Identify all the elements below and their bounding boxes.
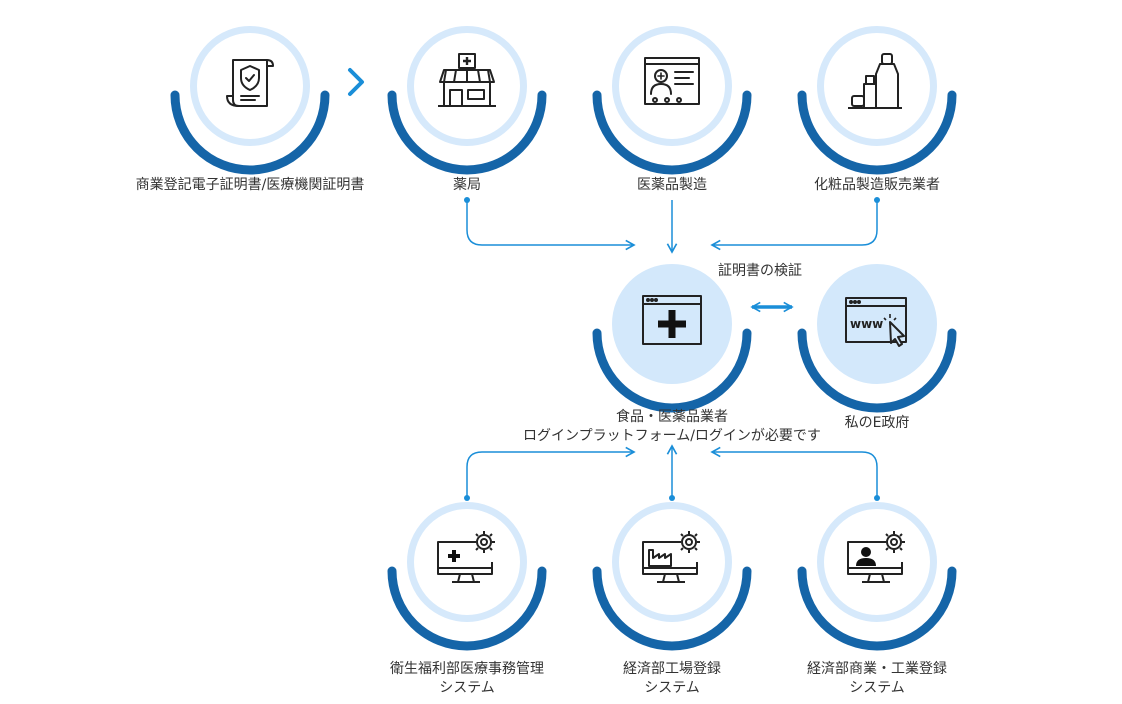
health-system-line1: 衛生福利部医療事務管理 (390, 661, 544, 677)
node-commerce-registration-system (792, 486, 962, 656)
label-cosmetics-sales: 化粧品製造販売業者 (814, 177, 940, 193)
label-health-welfare-system: 衛生福利部医療事務管理 システム (390, 660, 544, 698)
health-system-line2: システム (439, 680, 495, 696)
node-egov: www (792, 248, 962, 418)
ring-arc (797, 566, 957, 651)
commerce-system-line1: 経済部商業・工業登録 (807, 661, 947, 677)
ring-arc (170, 90, 330, 175)
person-monitor-settings-icon (847, 531, 905, 583)
node-center-platform (587, 248, 757, 418)
ring-arc (387, 90, 547, 175)
node-cosmetics-sales (792, 10, 962, 180)
label-factory-registration-system: 経済部工場登録 システム (623, 660, 721, 698)
medical-browser-icon (642, 295, 702, 345)
icon-disc (407, 26, 527, 146)
pharmacy-store-icon (438, 53, 496, 107)
factory-system-line2: システム (644, 680, 700, 696)
ring-arc (387, 566, 547, 651)
node-business-certificate (165, 10, 335, 180)
ring-arc (592, 566, 752, 651)
node-factory-registration-system (587, 486, 757, 656)
icon-disc (817, 264, 937, 384)
connector-commerce-system (710, 446, 878, 498)
connector-cosmetics (710, 200, 878, 251)
node-pharma-manufacturing (587, 10, 757, 180)
node-pharmacy (382, 10, 552, 180)
medical-monitor-settings-icon (437, 531, 495, 583)
center-label-line2: ログインプラットフォーム/ログインが必要です (523, 428, 821, 444)
chevron-right-icon (348, 68, 364, 96)
connector-pharmacy (466, 200, 636, 251)
label-business-certificate: 商業登記電子証明書/医療機関証明書 (135, 177, 365, 193)
ring-arc (797, 90, 957, 175)
label-pharmacy: 薬局 (453, 177, 481, 193)
icon-disc (817, 502, 937, 622)
icon-disc (407, 502, 527, 622)
cosmetics-icon (848, 53, 902, 109)
verify-caption: 証明書の検証 (718, 263, 802, 279)
ring-arc (797, 328, 957, 413)
icon-disc (190, 26, 310, 146)
label-commerce-registration-system: 経済部商業・工業登録 システム (807, 660, 947, 698)
node-health-welfare-system (382, 486, 552, 656)
label-center-platform: 食品・医薬品業者 ログインプラットフォーム/ログインが必要です (523, 408, 821, 446)
center-label-line1: 食品・医薬品業者 (615, 409, 728, 425)
connector-health-system (466, 446, 636, 498)
label-egov: 私のE政府 (844, 415, 910, 431)
ring-arc (592, 328, 752, 413)
medical-profile-icon (644, 57, 700, 105)
svg-text:www: www (850, 317, 883, 331)
commerce-system-line2: システム (849, 680, 905, 696)
label-pharma-manufacturing: 医薬品製造 (637, 177, 707, 193)
ring-arc (592, 90, 752, 175)
certificate-icon (226, 59, 274, 107)
factory-system-line1: 経済部工場登録 (623, 661, 721, 677)
www-browser-icon: www (845, 297, 907, 347)
factory-monitor-settings-icon (642, 531, 700, 583)
icon-disc (612, 26, 732, 146)
